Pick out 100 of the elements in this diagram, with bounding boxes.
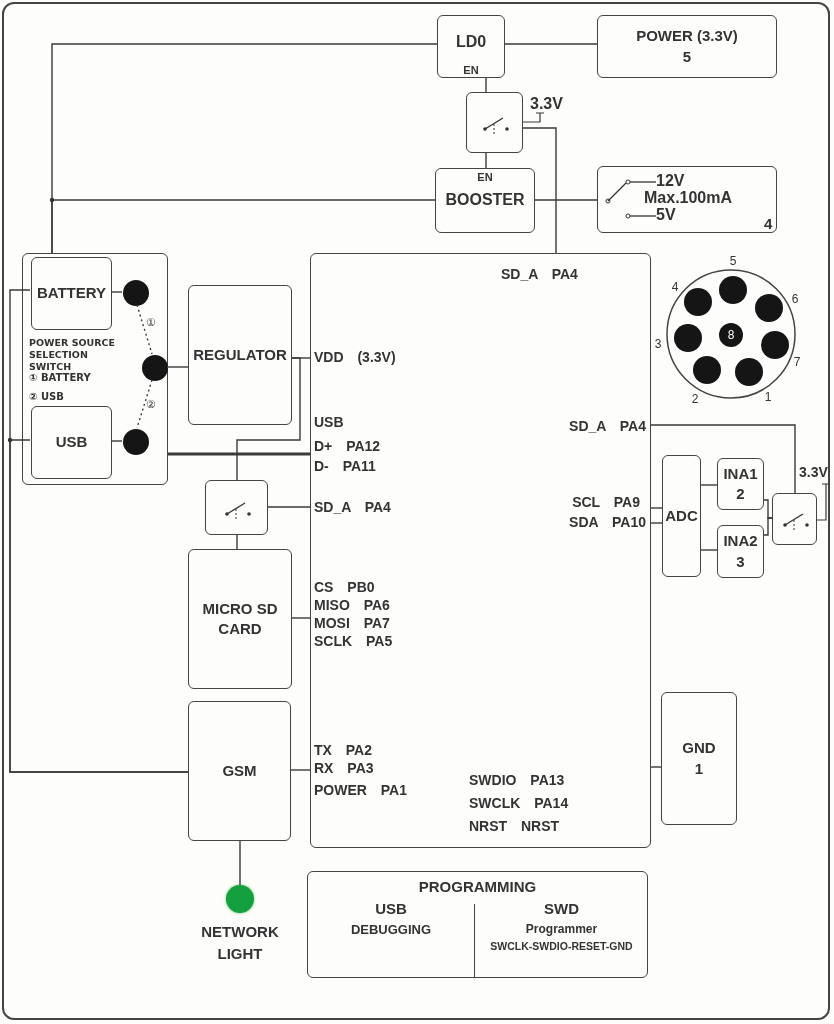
node-label: EN [476, 171, 494, 183]
node-label: PROGRAMMING [417, 878, 538, 895]
voltage-label: 3.3V [530, 95, 563, 113]
connector-line [290, 769, 311, 771]
switch-position-number: ① [146, 316, 156, 329]
connector-line [650, 766, 662, 768]
connector-line [504, 43, 598, 45]
pin-label: SCLK PA5 [314, 633, 393, 649]
connector-line [166, 366, 189, 368]
pin-number: 8 [727, 328, 735, 342]
node-label: Max.100mA [644, 189, 733, 207]
pin-label: D+ PA12 [314, 438, 381, 454]
pin-label: POWER PA1 [314, 782, 407, 798]
indicator-light [226, 885, 254, 913]
block-box [437, 15, 505, 78]
pin-number: 5 [729, 254, 737, 268]
switch-box [466, 92, 523, 153]
node-label: SWCLK-SWDIO-RESET-GND [489, 940, 634, 952]
switch-panel [22, 253, 168, 485]
pin-number: 6 [791, 292, 799, 306]
pin-number: 2 [691, 392, 699, 406]
pin-label: SDA PA10 [569, 514, 646, 530]
node-label: USB [55, 432, 88, 453]
connector-line [700, 549, 718, 551]
block-box [31, 406, 112, 479]
pin-label: RX PA3 [314, 760, 374, 776]
pin-number: 4 [671, 280, 679, 294]
pin-label: SD_A PA4 [569, 418, 646, 434]
switch-box [772, 493, 817, 545]
node-label: BATTERY [36, 283, 107, 304]
pin-label: CS PB0 [314, 579, 375, 595]
connector-line [650, 424, 796, 494]
node-label: POWER (3.3V) [636, 26, 738, 47]
node-label: GND [682, 738, 716, 759]
programming-panel [307, 871, 648, 978]
terminal-dot [123, 280, 149, 306]
block-box [717, 525, 764, 578]
caption-text: NETWORK LIGHT [200, 922, 280, 964]
pin-number: 7 [793, 355, 801, 369]
node-label: 3 [736, 551, 745, 572]
connector-line [51, 199, 436, 254]
output-box [597, 166, 777, 233]
node-label: DEBUGGING [349, 922, 433, 937]
node-label: REGULATOR [193, 344, 287, 365]
connector-line [168, 452, 310, 456]
block-box [662, 455, 701, 577]
node-label: 5V [656, 206, 676, 224]
terminal-dot [142, 355, 168, 381]
node-label: EN [462, 64, 480, 76]
connector-line [236, 534, 238, 550]
pin-label: VDD (3.3V) [314, 349, 396, 365]
node-label: 1 [694, 758, 704, 779]
switch-box [205, 480, 268, 535]
block-box [188, 549, 292, 689]
node-label: LD0 [454, 33, 488, 51]
node-label: 2 [736, 484, 745, 504]
connector-line [110, 440, 123, 442]
pin-number: 3 [654, 337, 662, 351]
pin-label: SWDIO PA13 [469, 772, 565, 788]
node-label: USB [374, 900, 408, 917]
pin-label: D- PA11 [314, 458, 376, 474]
node-label: 12V [656, 172, 685, 190]
pin-label: SWCLK PA14 [469, 795, 569, 811]
pin-label: NRST NRST [469, 818, 560, 834]
node-label: ② USB [29, 391, 64, 402]
connector-line [291, 617, 311, 619]
switch-position-number: ② [146, 398, 156, 411]
connector-line [485, 152, 487, 169]
pin-label: SD_A PA4 [501, 266, 578, 282]
microcontroller-box [310, 253, 651, 848]
block-box [31, 257, 112, 330]
node-label: BOOSTER [444, 191, 526, 209]
connector-line [650, 522, 663, 524]
node-label: SWD [543, 900, 580, 917]
pin-number: 1 [764, 390, 772, 404]
block-box [188, 701, 291, 841]
node-label: ADC [665, 505, 698, 526]
terminal-dot [123, 429, 149, 455]
node-label: MICRO SD CARD [201, 598, 279, 639]
connector-line [534, 199, 598, 201]
pin-label: MOSI PA7 [314, 615, 390, 631]
connector-line [267, 506, 311, 508]
pin-label: SD_A PA4 [314, 499, 391, 515]
connector-line [485, 77, 487, 93]
block-box [597, 15, 777, 78]
node-label: GSM [222, 760, 257, 781]
pin-label: TX PA2 [314, 742, 372, 758]
connector-line [9, 439, 189, 773]
block-box [717, 458, 764, 510]
block-box [188, 285, 292, 425]
node-label: INA1 [723, 463, 758, 484]
block-box [435, 168, 535, 233]
node-label: Programmer [524, 922, 599, 936]
connector-line [239, 840, 241, 886]
node-label: ① BATTERY [29, 372, 91, 383]
pin-label: USB [314, 414, 344, 430]
node-label: 5 [682, 46, 692, 67]
node-label: INA2 [723, 531, 758, 552]
pin-label: SCL PA9 [572, 494, 640, 510]
connector-line [650, 507, 663, 509]
